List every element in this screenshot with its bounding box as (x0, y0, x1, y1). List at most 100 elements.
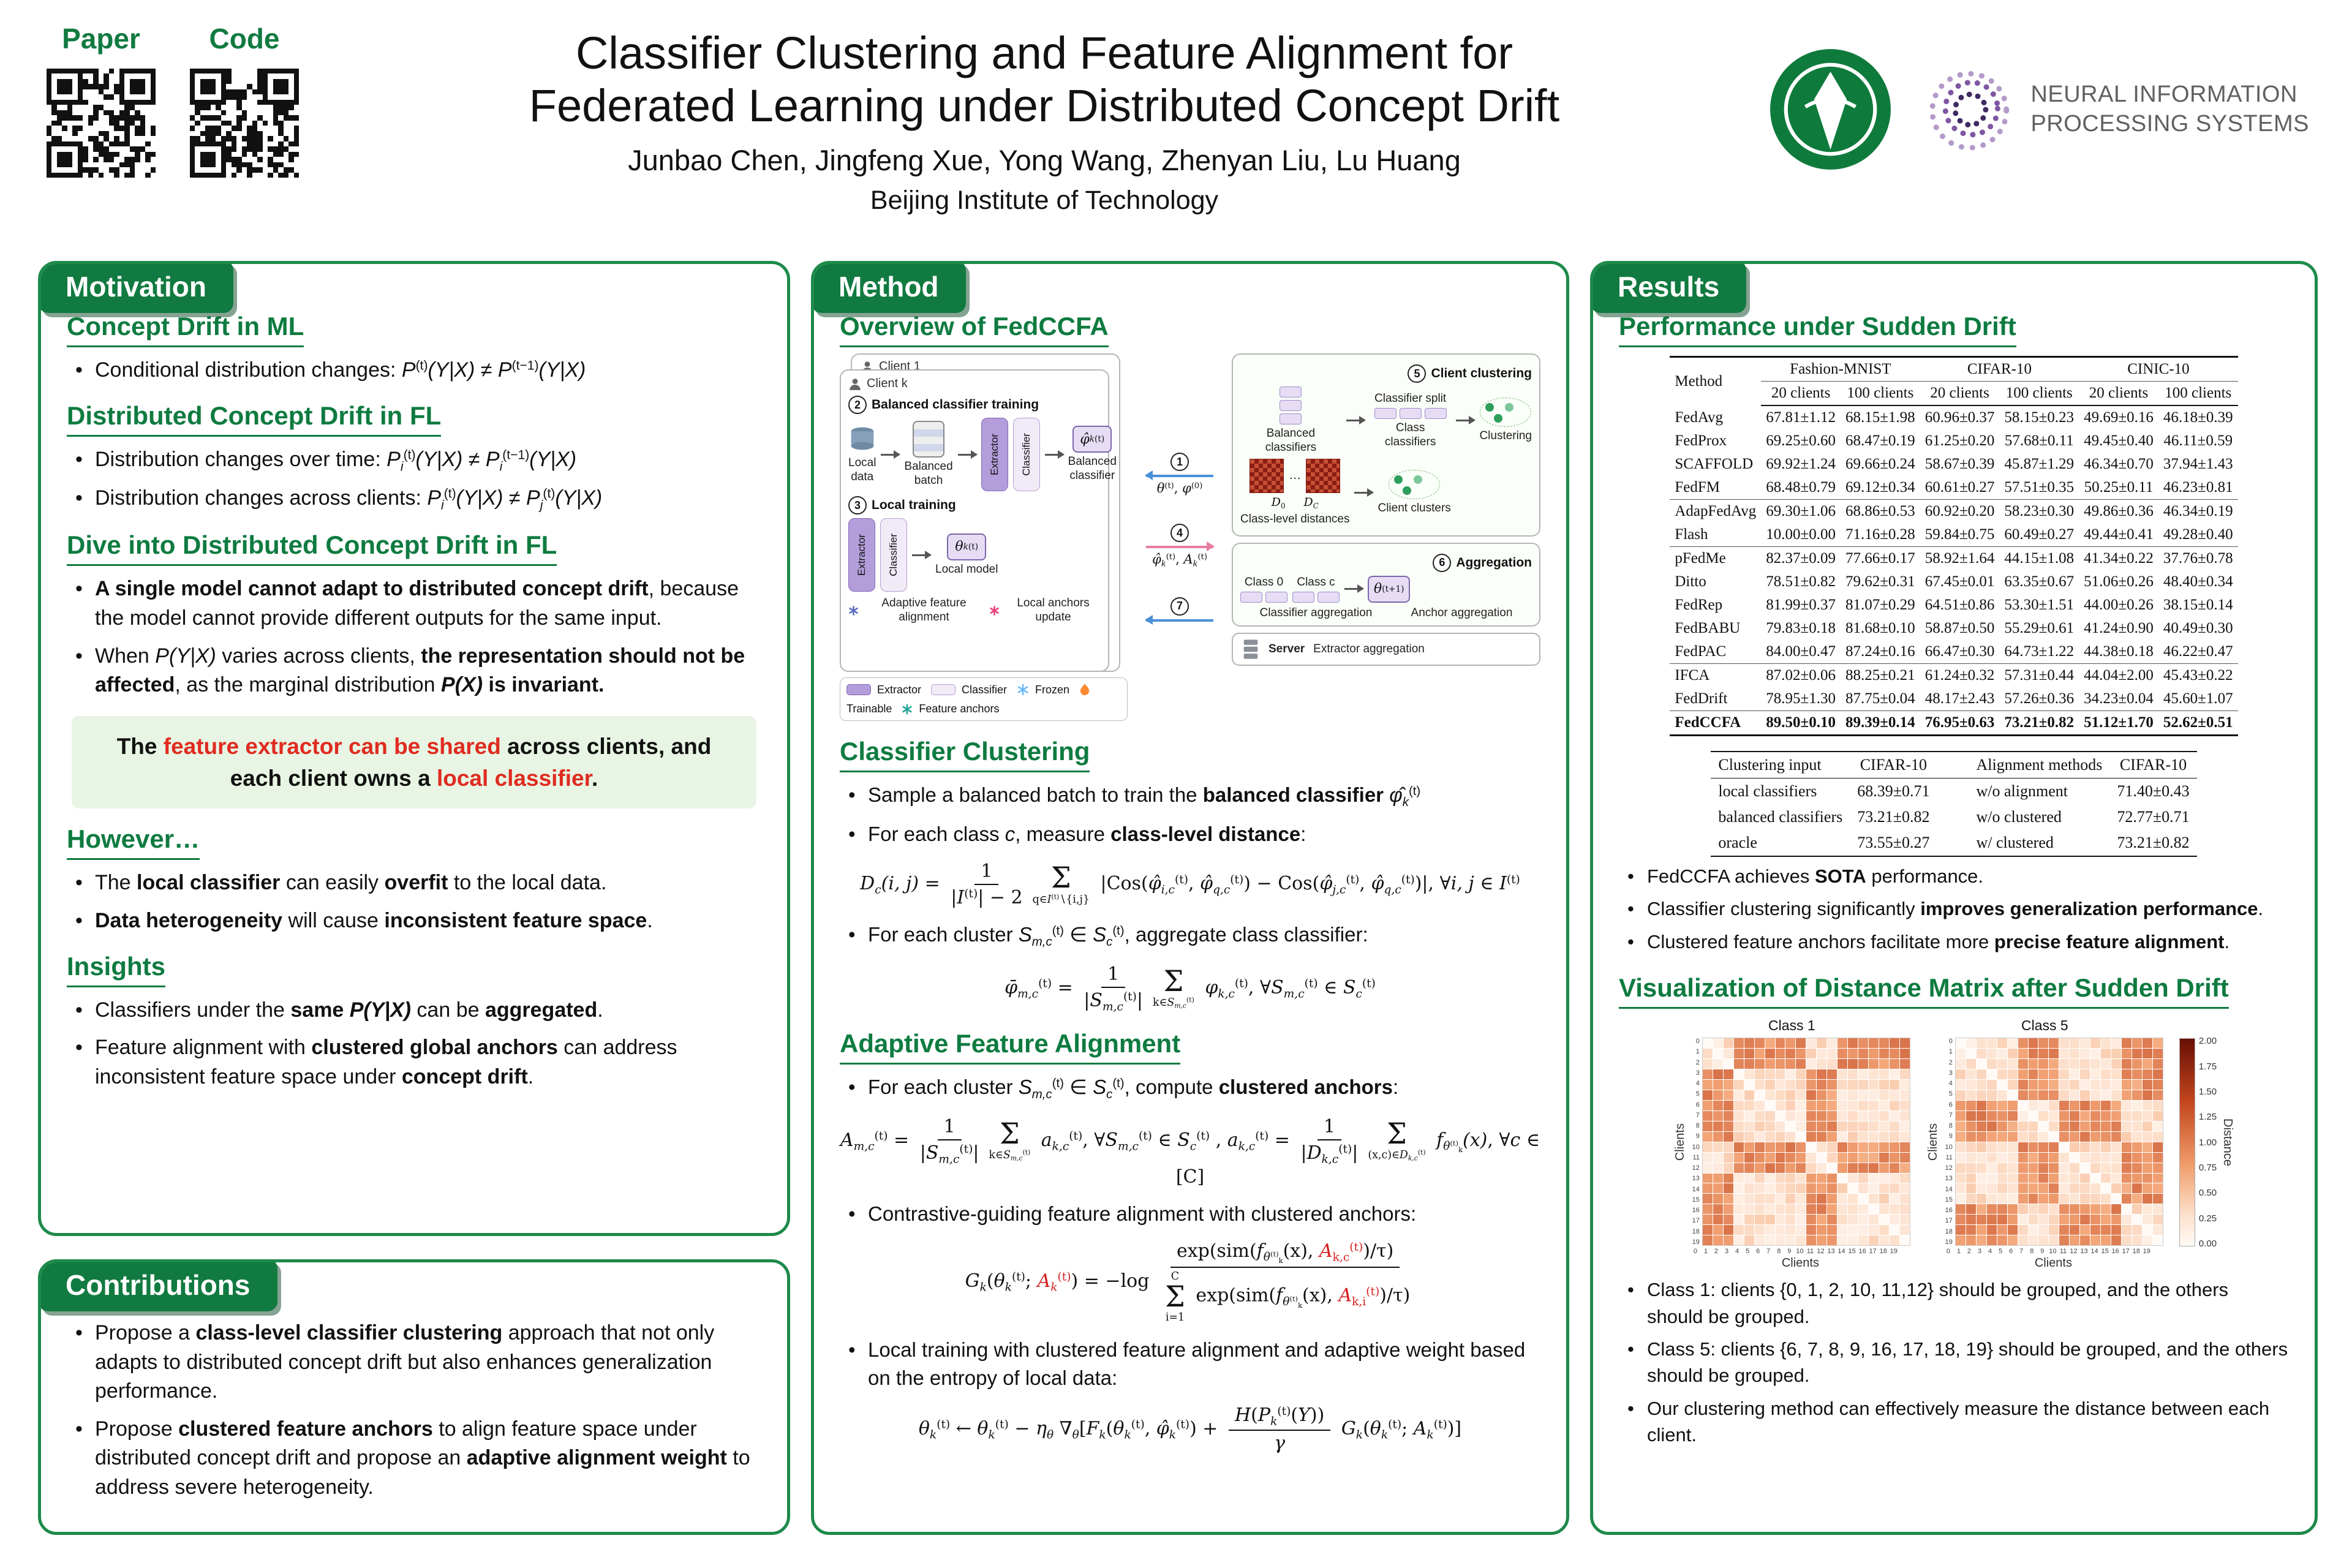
heatmap-cell (1744, 1090, 1754, 1100)
heatmap-cell (1723, 1110, 1733, 1121)
heatmap-cell (2132, 1194, 2142, 1204)
heatmap-cell (1702, 1163, 1713, 1173)
heatmap-cell (1858, 1100, 1869, 1110)
heatmap-cell (1754, 1049, 1765, 1059)
heatmap-cell (2080, 1204, 2090, 1215)
heatmap-cell (1997, 1204, 2007, 1215)
heatmap-cell (1796, 1215, 1806, 1225)
bullet: For each cluster Sm,c(t) ∈ Sc(t), comput… (840, 1073, 1540, 1104)
heading-distributed-drift-fl: Distributed Concept Drift in FL (67, 401, 442, 437)
heatmap-cell (1775, 1121, 1785, 1131)
heatmap-cell (1796, 1163, 1806, 1173)
broadcast-arrow: 7 (1145, 597, 1213, 625)
heatmap-cell (2090, 1183, 2101, 1194)
heatmap-cell (1986, 1204, 1997, 1215)
heatmap-cell (1976, 1110, 1986, 1121)
heatmap-cell (1955, 1038, 1966, 1049)
heatmap-cell (1806, 1110, 1817, 1121)
heatmap-cell (2049, 1215, 2059, 1225)
diagram-communication-arrows: 1 θ(t), φ(0) 4 φ̂k(t), Ak(t) 7 (1134, 353, 1226, 721)
heatmap-cell (2070, 1079, 2080, 1090)
paper-qr-code (43, 65, 159, 181)
heatmap-cell (1858, 1121, 1869, 1131)
step-number: 2 (848, 396, 867, 414)
heatmap-cell (1733, 1183, 1744, 1194)
heatmap-cell (2122, 1215, 2132, 1225)
heatmap-cell (1889, 1131, 1899, 1142)
heatmap-cell (1955, 1163, 1966, 1173)
heatmap-cell (1785, 1100, 1796, 1110)
heatmap-cell (2070, 1100, 2080, 1110)
heatmap-cell (1723, 1235, 1733, 1246)
heatmap-cell (2049, 1163, 2059, 1173)
heatmap-cell (2049, 1194, 2059, 1204)
left-column: Motivation Concept Drift in ML Condition… (38, 261, 790, 1535)
heatmap-cell (1827, 1049, 1838, 1059)
snowflake-icon (1017, 684, 1028, 695)
heatmap-cell (1848, 1121, 1858, 1131)
heatmap-cell (1775, 1110, 1785, 1121)
heatmap-cell (1899, 1131, 1910, 1142)
heatmap-cell (1838, 1173, 1848, 1183)
heatmap-cell (1827, 1069, 1838, 1079)
bullet: Feature alignment with clustered global … (67, 1033, 761, 1091)
heatmap-cell (1744, 1110, 1754, 1121)
heatmap-cell (1817, 1215, 1827, 1225)
heading-adaptive-feature-alignment: Adaptive Feature Alignment (840, 1029, 1181, 1065)
heatmap-cell (1858, 1131, 1869, 1142)
heatmap-cell (2018, 1204, 2028, 1215)
heatmap-cell (1976, 1038, 1986, 1049)
heatmap-cell (2152, 1069, 2163, 1079)
heatmap-cell (1765, 1235, 1775, 1246)
heatmap-cell (2038, 1163, 2049, 1173)
heatmap-cell (2142, 1131, 2152, 1142)
heatmap-cell (1785, 1059, 1796, 1069)
heatmap-cell (1723, 1121, 1733, 1131)
heatmap-cell (2090, 1131, 2101, 1142)
heatmap-cell (1754, 1173, 1765, 1183)
heatmap-cell (2101, 1069, 2111, 1079)
heatmap-cell (2090, 1204, 2101, 1215)
distance-matrices: … (1250, 458, 1341, 493)
heatmap-cell (1955, 1225, 1966, 1235)
step-number: 5 (1408, 364, 1427, 383)
heatmap-cell (1869, 1152, 1879, 1163)
heatmap-cell (1775, 1059, 1785, 1069)
heatmap-cell (2038, 1204, 2049, 1215)
heatmap-cell (2111, 1183, 2122, 1194)
heatmap-cell (1775, 1100, 1785, 1110)
heatmap-cell (2038, 1049, 2049, 1059)
heatmap-cell (1827, 1100, 1838, 1110)
heatmap-cell (1997, 1235, 2007, 1246)
heatmap-cell (1966, 1183, 1976, 1194)
heatmap-cell (2018, 1142, 2028, 1152)
heatmap-cell (2070, 1090, 2080, 1100)
heatmap-cell (2080, 1194, 2090, 1204)
heatmap-cell (2152, 1163, 2163, 1173)
heatmap-cell (1733, 1225, 1744, 1235)
heatmap-cell (1785, 1069, 1796, 1079)
heatmap-cell (2018, 1194, 2028, 1204)
heatmap-cell (1848, 1152, 1858, 1163)
heatmap-cell (1869, 1183, 1879, 1194)
heatmap-cell (1848, 1215, 1858, 1225)
heatmap-cell (2142, 1049, 2152, 1059)
heatmap-cell (2028, 1131, 2038, 1142)
heatmap-cell (2059, 1194, 2070, 1204)
heatmap-cell (2028, 1194, 2038, 1204)
heatmap-cell (1838, 1069, 1848, 1079)
heatmap-cell (2142, 1079, 2152, 1090)
arrow-icon (1346, 416, 1366, 425)
heatmap-cell (2028, 1090, 2038, 1100)
heatmap-cell (1817, 1131, 1827, 1142)
heatmap-cell (2038, 1173, 2049, 1183)
heatmap-cell (2007, 1100, 2018, 1110)
heatmap-cell (1713, 1142, 1723, 1152)
heatmap-cell (2070, 1142, 2080, 1152)
